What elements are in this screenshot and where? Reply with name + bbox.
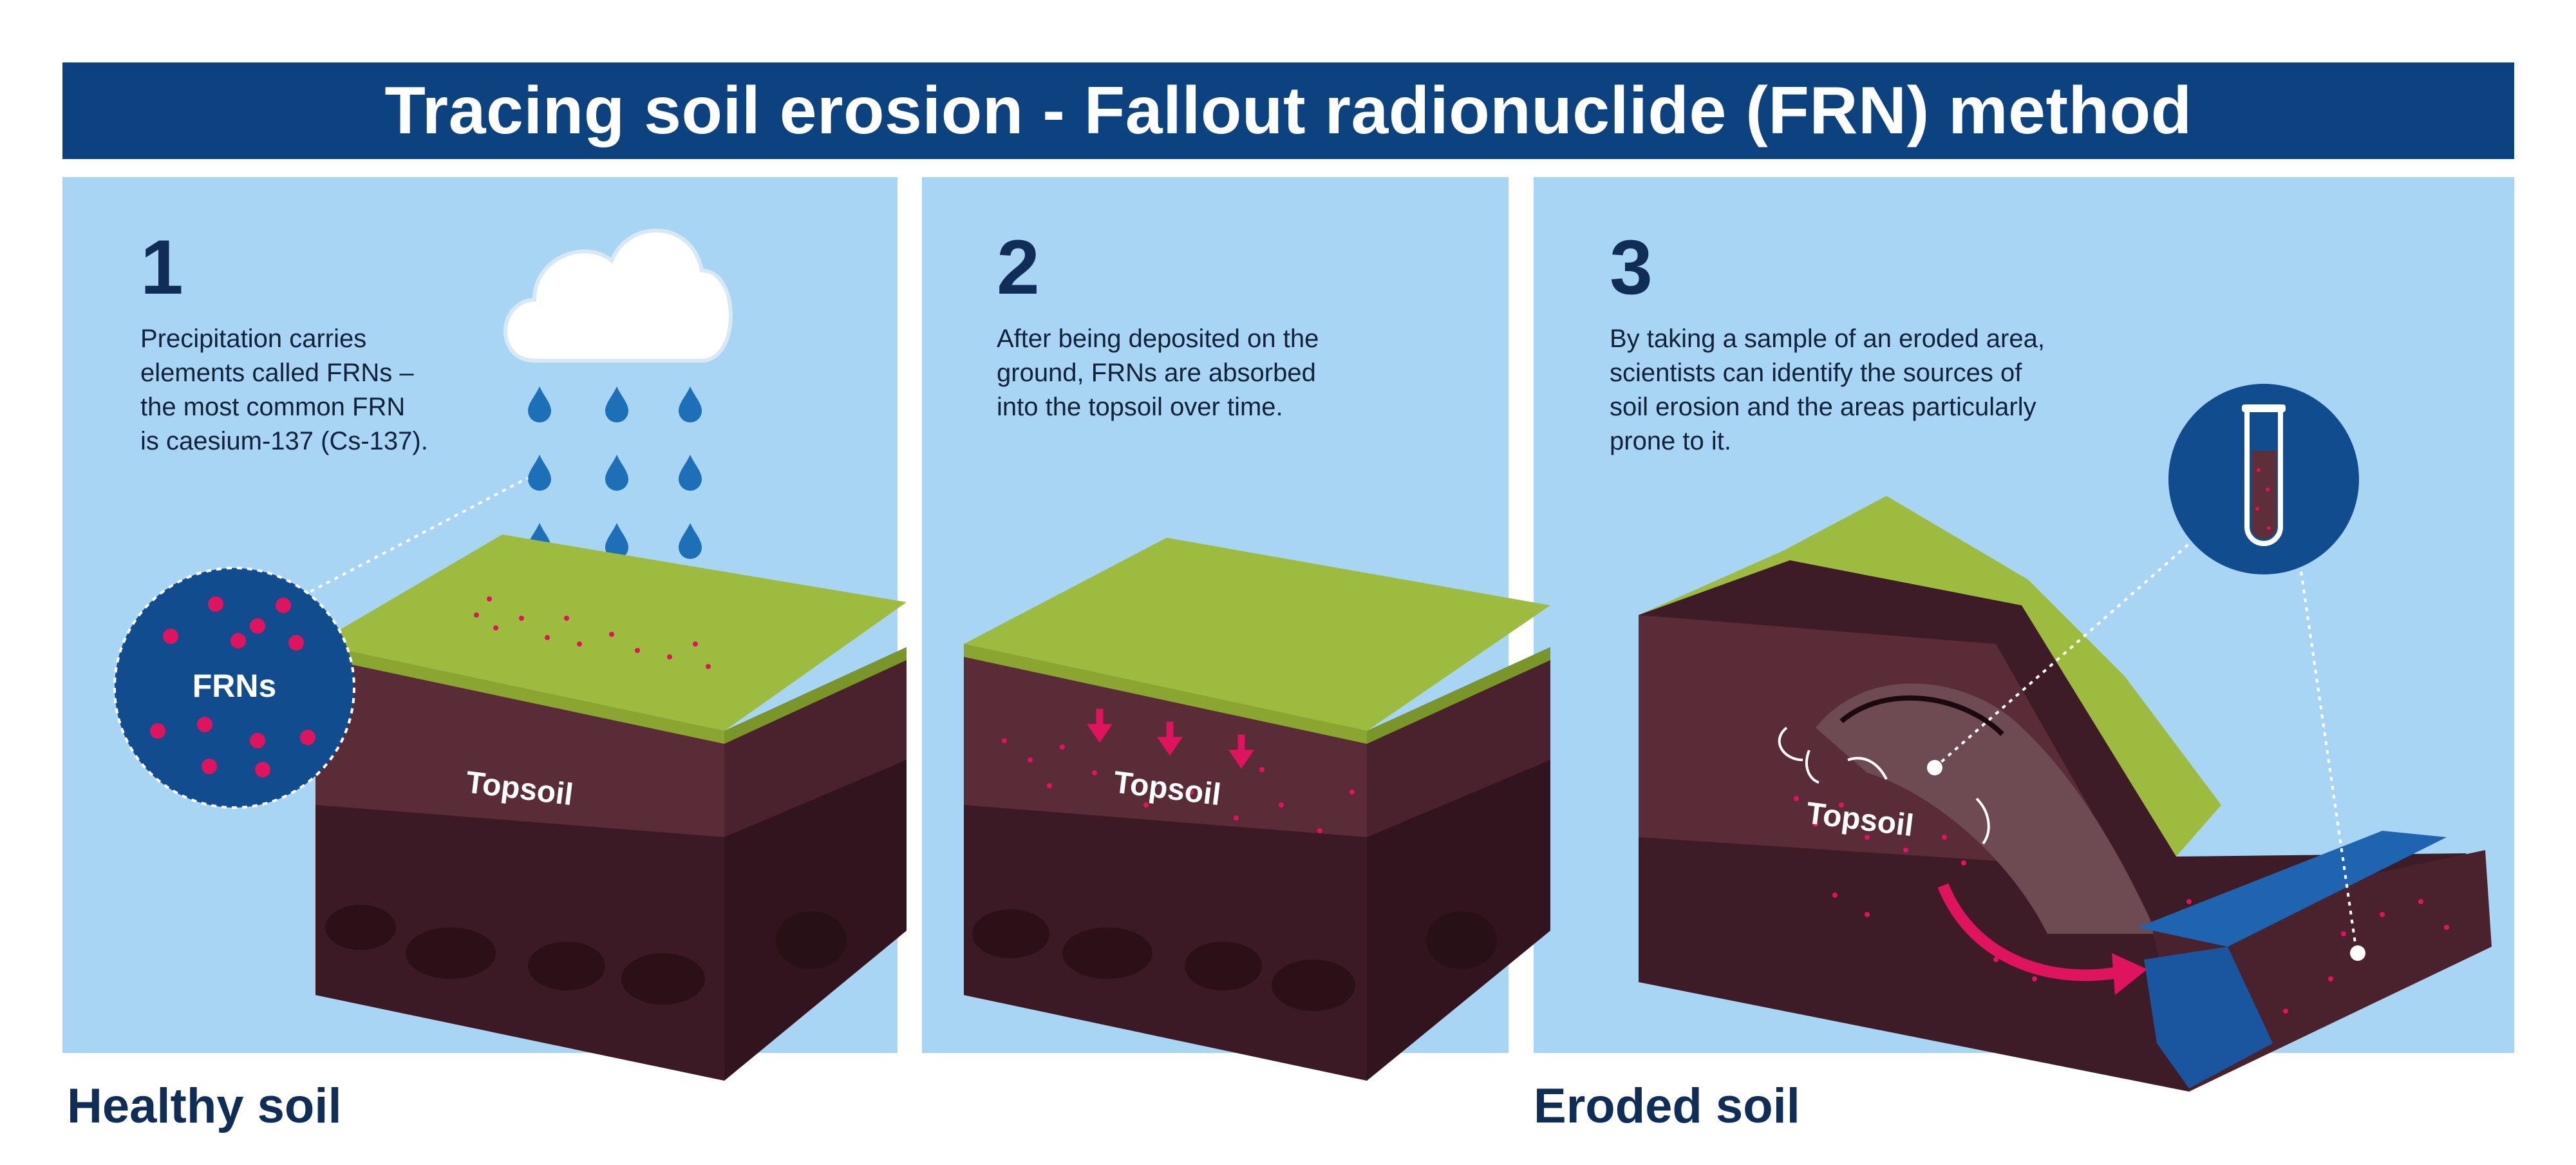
rain-drops [528,386,702,559]
page-title: Tracing soil erosion - Fallout radionucl… [384,73,2192,148]
sample-callout-line-2 [2297,553,2358,952]
frn-badge-label: FRNs [193,668,277,704]
cloud-icon [503,229,733,363]
callout-line [302,477,529,597]
flow-arrows [1778,726,1990,845]
soil-block-healthy [315,535,907,1081]
title-banner: Tracing soil erosion - Fallout radionucl… [62,62,2514,159]
healthy-soil-label: Healthy soil [67,1079,342,1133]
eroded-soil-label: Eroded soil [1534,1079,1800,1133]
sample-callout-line [1933,540,2194,769]
frn-badge [113,567,355,809]
curved-arrow-icon [1937,883,2147,995]
step-number-3: 3 [1610,224,1653,310]
step-number-2: 2 [997,224,1040,310]
step-text-3: By taking a sample of an eroded area, sc… [1610,325,2045,455]
step-text-2: After being deposited on the ground, FRN… [997,325,1319,421]
frn-dots-eroded [1794,796,2449,1014]
test-tube-icon [2168,384,2359,574]
soil-block-absorbing [964,538,1550,1081]
step-text-1: Precipitation carries elements called FR… [140,325,428,455]
frn-dots-topsoil [1002,738,1355,833]
sample-point-2 [2350,945,2365,961]
sample-point [1927,760,1942,775]
frn-dots-surface [474,596,711,669]
soil-block-eroded [1639,496,2492,1092]
step-number-1: 1 [140,224,183,310]
